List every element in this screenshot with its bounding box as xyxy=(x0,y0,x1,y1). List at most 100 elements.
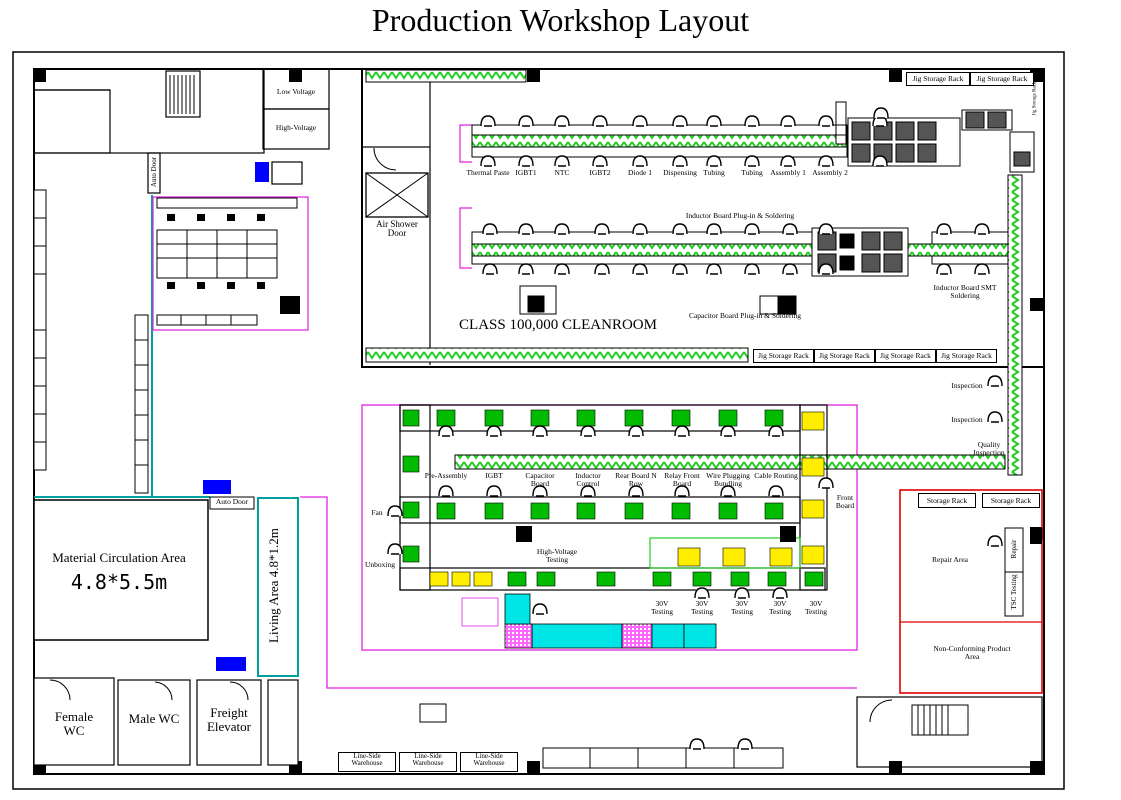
chair-icon xyxy=(486,425,502,437)
hv-testing-label: High-Voltage Testing xyxy=(536,547,578,564)
male-wc-label: Male WC xyxy=(128,711,180,726)
staircase-icon xyxy=(169,75,195,114)
line1-station-label: Thermal Paste xyxy=(466,168,510,177)
cleanroom-zone xyxy=(361,68,1045,368)
repair-label: Repair xyxy=(1010,539,1018,559)
chair-icon xyxy=(632,223,648,235)
freight-elevator-label: Freight Elevator xyxy=(206,705,252,734)
smt-machines xyxy=(519,101,1035,315)
repair-benches xyxy=(1004,527,1024,617)
assembly-station-label: Cable Routing xyxy=(754,471,798,480)
high-voltage-label: High-Voltage xyxy=(275,123,317,132)
conveyors xyxy=(365,69,1023,476)
bottom-benches xyxy=(419,703,784,769)
chair-icon xyxy=(706,223,722,235)
chair-icon xyxy=(532,603,548,615)
wc-rooms xyxy=(33,677,299,766)
fan-label: Fan xyxy=(371,508,383,517)
line1-station-label: IGBT1 xyxy=(515,168,537,177)
capacitor-plug-label: Capacitor Board Plug-in & Soldering xyxy=(688,311,802,320)
line-side-warehouse-2: Line-Side Warehouse xyxy=(399,752,457,772)
chair-icon xyxy=(987,535,1003,547)
chair-icon xyxy=(628,485,644,497)
jig-rack-bottom-2: Jig Storage Rack xyxy=(814,349,875,363)
chair-icon xyxy=(744,223,760,235)
assembly-station-label: Pre-Assembly xyxy=(424,471,468,480)
inductor-plug-label: Inductor Board Plug-in & Soldering xyxy=(685,211,795,220)
chair-icon xyxy=(818,263,834,275)
jig-rack-bottom-3: Jig Storage Rack xyxy=(875,349,936,363)
teal-partition xyxy=(34,195,299,677)
line1-station-label: Dispensing xyxy=(663,168,697,177)
chair-icon xyxy=(974,263,990,275)
smt-label: Inductor Board SMT Soldering xyxy=(933,283,997,300)
tsc-testing-label: TSC Testing xyxy=(1010,574,1018,610)
chair-icon xyxy=(694,587,710,599)
material-size-label: 4.8*5.5m xyxy=(70,570,168,594)
assembly-benches xyxy=(399,404,828,591)
chair-icon xyxy=(518,263,534,275)
chair-icon xyxy=(480,115,496,127)
testing-station-label: 30V Testing xyxy=(731,599,753,616)
chair-icon xyxy=(387,505,403,517)
chair-icon xyxy=(873,107,889,119)
storage-rack-2: Storage Rack xyxy=(982,493,1040,508)
chair-icon xyxy=(518,155,534,167)
chair-icon xyxy=(706,115,722,127)
jig-rack-side: Jig Storage Rack xyxy=(1032,81,1038,116)
chair-icon xyxy=(782,263,798,275)
line1-station-label: Assembly 1 xyxy=(770,168,806,177)
chair-icon xyxy=(486,485,502,497)
yellow-stations xyxy=(429,411,825,587)
material-circulation-label: Material Circulation Area xyxy=(52,550,186,565)
chair-icon xyxy=(532,425,548,437)
chair-icon xyxy=(482,223,498,235)
inspection-label-1: Inspection xyxy=(951,381,983,390)
chair-icon xyxy=(737,738,753,750)
chair-icon xyxy=(518,115,534,127)
chair-icon xyxy=(554,115,570,127)
inspection-label-2: Inspection xyxy=(951,415,983,424)
jig-rack-top-1: Jig Storage Rack xyxy=(906,72,970,86)
chair-icon xyxy=(720,425,736,437)
office-desks xyxy=(156,197,298,326)
low-voltage-label: Low Voltage xyxy=(276,87,316,96)
cleanroom-label: CLASS 100,000 CLEANROOM xyxy=(459,317,657,333)
assembly-station-label: IGBT xyxy=(485,471,503,480)
chair-icon xyxy=(936,263,952,275)
chair-icon xyxy=(482,263,498,275)
operator-chairs xyxy=(387,107,1003,750)
storage-rack-1: Storage Rack xyxy=(918,493,976,508)
line-side-warehouse-3: Line-Side Warehouse xyxy=(460,752,518,772)
line1-station-label: Tubing xyxy=(703,168,725,177)
outer-border xyxy=(12,51,1065,790)
line-side-warehouse-1: Line-Side Warehouse xyxy=(338,752,396,772)
chair-icon xyxy=(632,115,648,127)
page-title: Production Workshop Layout xyxy=(371,2,750,38)
assembly-station-label: Wire Plugging Bundling xyxy=(706,471,750,488)
chair-icon xyxy=(872,155,888,167)
assembly-station-label: Relay Front Board xyxy=(664,471,700,488)
chair-icon xyxy=(772,587,788,599)
chair-icon xyxy=(672,115,688,127)
chair-icon xyxy=(480,155,496,167)
chair-icon xyxy=(744,155,760,167)
assembly-station-label: Inductor Control xyxy=(575,471,601,488)
chair-icon xyxy=(744,115,760,127)
quality-inspection-label: Quality Inspection xyxy=(973,440,1005,457)
cleanroom-zone-borders xyxy=(459,124,472,269)
green-stations xyxy=(402,409,824,587)
chair-icon xyxy=(672,223,688,235)
line1-station-label: NTC xyxy=(554,168,570,177)
jig-rack-bottom-1: Jig Storage Rack xyxy=(753,349,814,363)
testing-station-label: 30V Testing xyxy=(805,599,827,616)
jig-rack-top-2: Jig Storage Rack xyxy=(970,72,1034,86)
office-area xyxy=(152,196,309,331)
chair-icon xyxy=(936,223,952,235)
material-circulation-area xyxy=(33,499,209,641)
chair-icon xyxy=(818,155,834,167)
chair-icon xyxy=(592,155,608,167)
auto-door-label: Auto Door xyxy=(150,156,158,188)
chair-icon xyxy=(632,263,648,275)
unboxing-label: Unboxing xyxy=(365,560,395,569)
